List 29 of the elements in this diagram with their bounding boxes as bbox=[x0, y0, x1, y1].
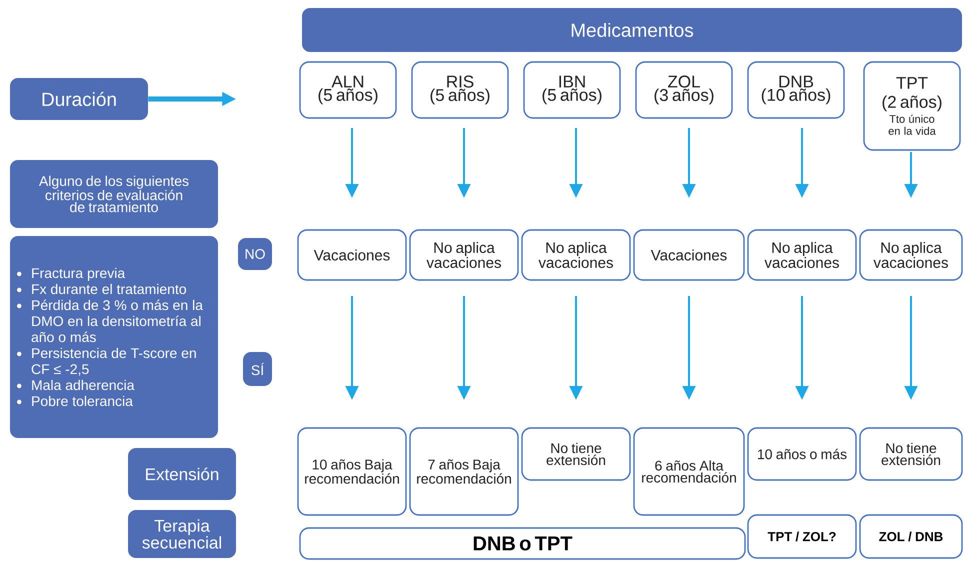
outlined-box: Vacaciones bbox=[633, 229, 745, 281]
label-box: SÍ bbox=[243, 352, 272, 386]
outlined-box: Vacaciones bbox=[297, 229, 407, 281]
label-box: NO bbox=[238, 238, 272, 270]
outlined-box: 7 años Baja recomendación bbox=[409, 427, 519, 516]
outlined-box: ZOL (3 años) bbox=[635, 61, 733, 119]
label-box: Medicamentos bbox=[302, 8, 962, 52]
outlined-box: No tiene extensión bbox=[521, 427, 631, 481]
therapy-box: DNB o TPT bbox=[299, 527, 746, 560]
outlined-box: 10 años o más bbox=[747, 427, 857, 481]
outlined-box: ALN (5 años) bbox=[299, 61, 397, 119]
therapy-box: TPT / ZOL? bbox=[747, 514, 857, 559]
outlined-box: DNB (10 años) bbox=[747, 61, 845, 119]
criteria-list-box: Fractura previa Fx durante el tratamiento Pérdida de 3 % o más en la DMO en la densitometría al año o más Persistencia de T-score en CF ≤ -2,5 Mala adherencia Pobre tolerancia bbox=[10, 236, 218, 438]
label-box: Duración bbox=[10, 78, 148, 120]
outlined-box: IBN (5 años) bbox=[523, 61, 621, 119]
outlined-box: No aplica vacaciones bbox=[409, 229, 519, 281]
outlined-box: RIS (5 años) bbox=[411, 61, 509, 119]
outlined-box: 10 años Baja recomendación bbox=[297, 427, 407, 516]
label-box: Alguno de los siguientes criterios de evaluación de tratamiento bbox=[10, 160, 218, 228]
outlined-box: No tiene extensión bbox=[859, 427, 963, 481]
therapy-box: ZOL / DNB bbox=[859, 514, 963, 559]
label-box: Terapia secuencial bbox=[128, 510, 236, 558]
outlined-box: No aplica vacaciones bbox=[747, 229, 857, 281]
outlined-box: No aplica vacaciones bbox=[859, 229, 963, 281]
label-box: Extensión bbox=[128, 448, 236, 500]
outlined-box: 6 años Alta recomendación bbox=[633, 427, 745, 516]
outlined-box: No aplica vacaciones bbox=[521, 229, 631, 281]
outlined-box: TPT (2 años) Tto único en la vida bbox=[863, 61, 961, 151]
